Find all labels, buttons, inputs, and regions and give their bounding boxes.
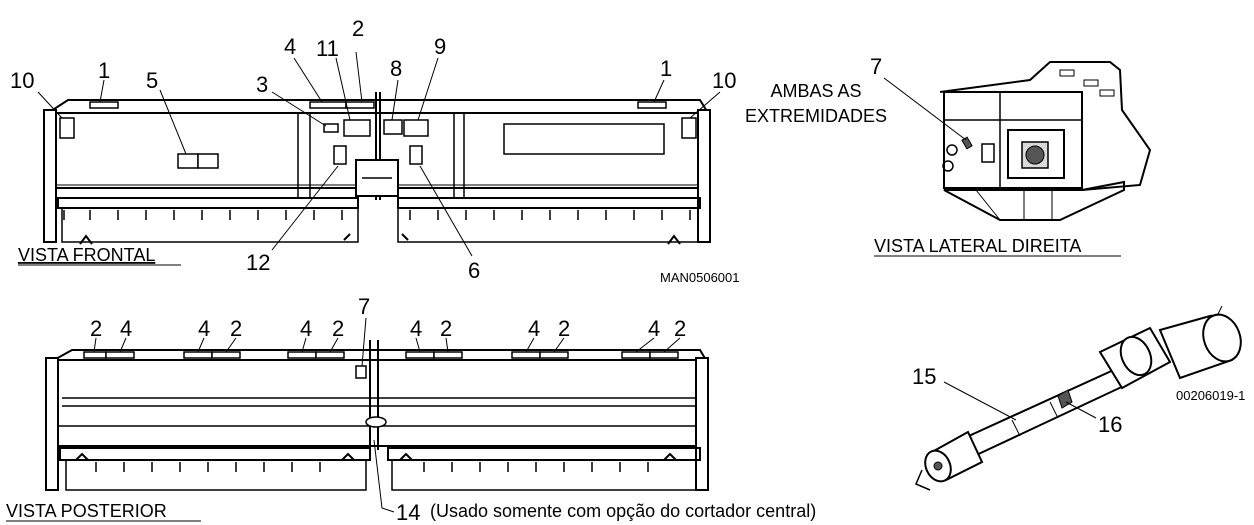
rear-callout-4c: 4 [300, 316, 312, 341]
side-note-line1: AMBAS AS [770, 81, 861, 101]
front-callout-11: 11 [316, 36, 339, 61]
front-callout-5: 5 [146, 68, 158, 93]
rear-callout-2b: 2 [230, 316, 242, 341]
rear-callout-4b: 4 [198, 316, 210, 341]
front-callout-9: 9 [434, 34, 446, 59]
rear-callout-4d: 4 [410, 316, 422, 341]
rear-callout-4e: 4 [528, 316, 540, 341]
front-callout-10-left: 10 [10, 68, 34, 93]
front-callout-1-left: 1 [98, 58, 110, 83]
rear-view-title: VISTA POSTERIOR [6, 501, 167, 521]
front-view-code: MAN0506001 [660, 270, 740, 285]
front-callout-2: 2 [352, 16, 364, 41]
rear-view: 7 2 4 4 2 4 2 4 2 4 2 4 2 14 (Usado some… [6, 294, 816, 525]
rear-callout-4f: 4 [648, 316, 660, 341]
driveline-view: 15 16 00206019-1 [912, 305, 1245, 491]
front-callout-6: 6 [468, 258, 480, 283]
front-view-title: VISTA FRONTAL [18, 245, 155, 265]
front-view: 10 1 5 3 4 11 2 8 9 1 10 12 6 VISTA FRON… [10, 16, 740, 285]
rear-callout-4a: 4 [120, 316, 132, 341]
rear-callout-2a: 2 [90, 316, 102, 341]
side-callout-7: 7 [870, 54, 882, 79]
front-callout-8: 8 [390, 56, 402, 81]
side-note-line2: EXTREMIDADES [745, 106, 887, 126]
front-callout-10-right: 10 [712, 68, 736, 93]
rear-callout-2c: 2 [332, 316, 344, 341]
rear-callout-7: 7 [358, 294, 370, 319]
rear-callout-2f: 2 [674, 316, 686, 341]
side-view: 7 AMBAS AS EXTREMIDADES VISTA LATERAL DI… [745, 54, 1152, 257]
front-callout-1-right: 1 [660, 56, 672, 81]
rear-callout-2d: 2 [440, 316, 452, 341]
driveline-callout-16: 16 [1098, 412, 1122, 437]
driveline-code: 00206019-1 [1176, 388, 1245, 403]
side-view-title: VISTA LATERAL DIREITA [874, 236, 1081, 256]
rear-view-note: (Usado somente com opção do cortador cen… [430, 501, 816, 521]
driveline-callout-15: 15 [912, 364, 936, 389]
rear-callout-2e: 2 [558, 316, 570, 341]
front-callout-12: 12 [246, 250, 270, 275]
front-callout-4: 4 [284, 34, 296, 59]
front-callout-3: 3 [256, 72, 268, 97]
rear-callout-14: 14 [396, 500, 420, 525]
